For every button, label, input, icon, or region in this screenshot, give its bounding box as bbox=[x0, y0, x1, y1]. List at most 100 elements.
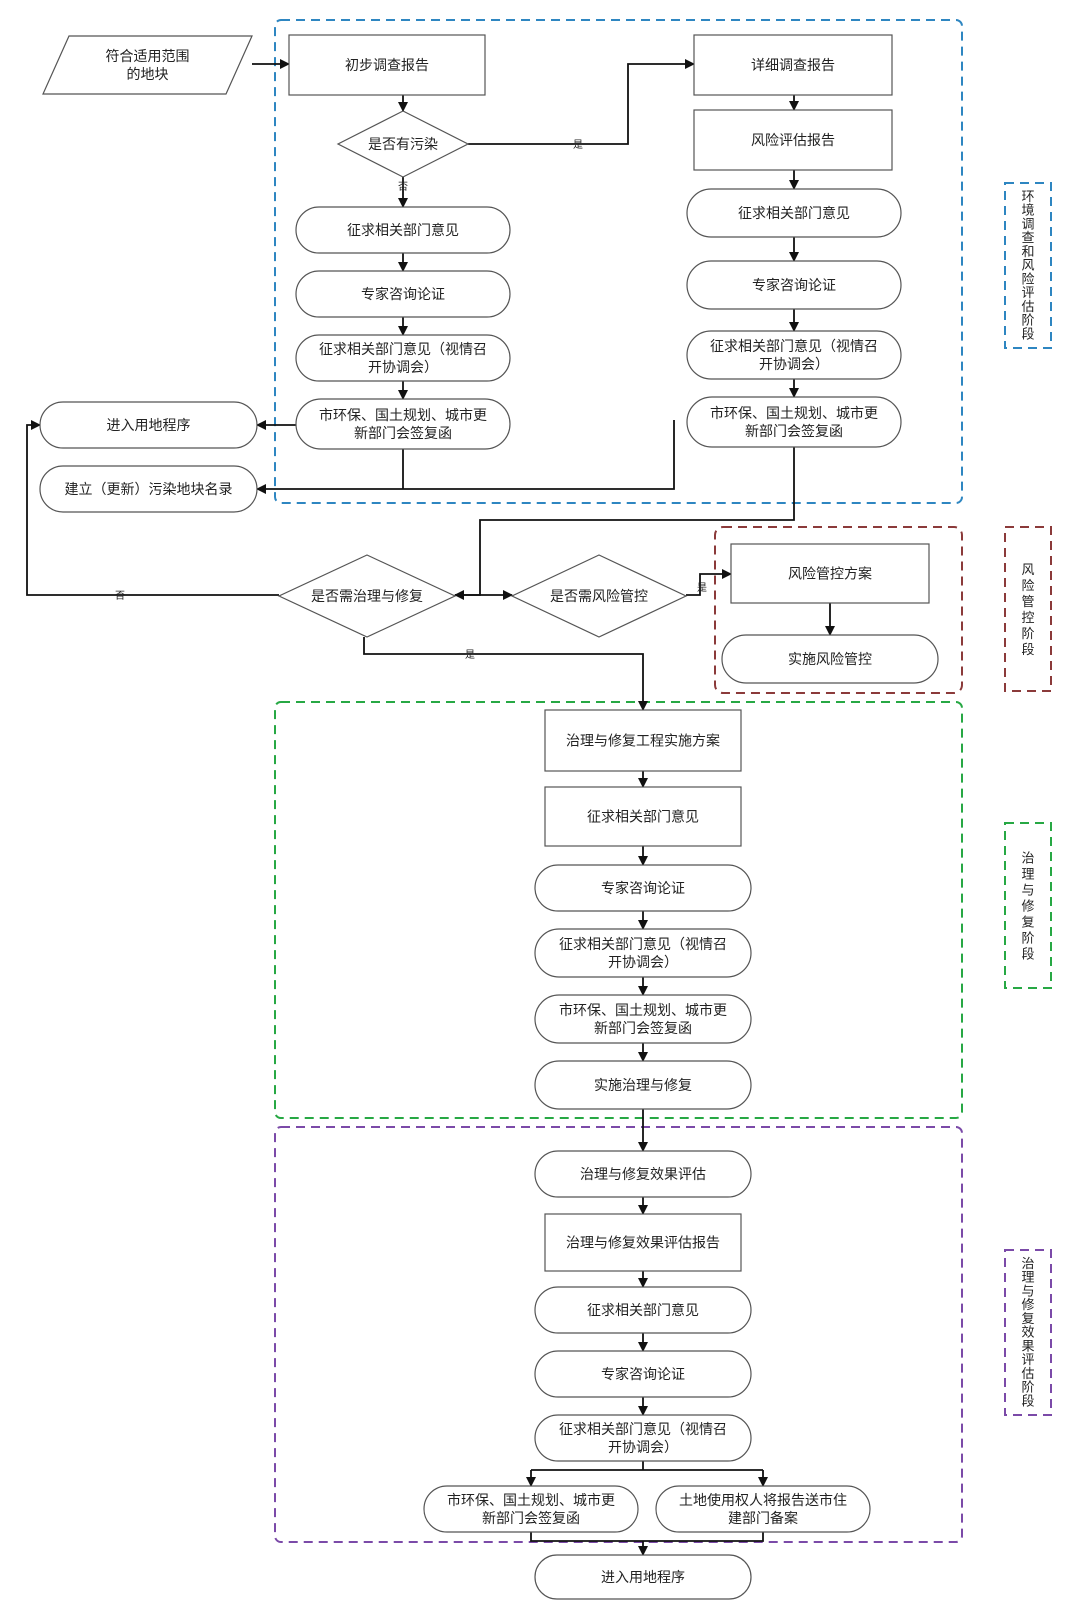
edge-remediation-yes bbox=[363, 637, 648, 711]
stage-region-evaluation bbox=[274, 1126, 963, 1543]
node-d-expert: 专家咨询论证 bbox=[534, 1350, 752, 1398]
node-risk-implement: 实施风险管控 bbox=[721, 634, 939, 684]
node-label-line: 是否有污染 bbox=[368, 137, 438, 153]
node-c-plan: 治理与修复工程实施方案 bbox=[544, 709, 742, 772]
node-shape bbox=[534, 928, 752, 978]
node-label-line: 市环保、国土规划、城市更 bbox=[710, 405, 878, 422]
node-shape bbox=[544, 1213, 742, 1272]
node-risk-plan: 风险管控方案 bbox=[730, 543, 930, 604]
node-label-line: 开协调会） bbox=[608, 1440, 678, 1456]
stage-label-evaluation: 治理与修复效果评估阶段 bbox=[1021, 1257, 1034, 1409]
node-shape bbox=[288, 34, 486, 96]
edge-d-split bbox=[531, 1461, 763, 1471]
node-shape bbox=[686, 396, 902, 448]
node-label-line: 征求相关部门意见（视情召 bbox=[319, 341, 487, 358]
node-shape bbox=[693, 109, 893, 171]
node-a-opinion: 征求相关部门意见 bbox=[295, 206, 511, 254]
stage-label-box-risk-control bbox=[1004, 526, 1052, 692]
edge-to-build-list bbox=[256, 420, 675, 494]
node-detail-report: 详细调查报告 bbox=[693, 34, 893, 96]
node-shape bbox=[534, 1150, 752, 1198]
node-shape bbox=[295, 334, 511, 382]
node-label-line: 征求相关部门意见（视情召 bbox=[559, 936, 727, 953]
node-shape bbox=[534, 1350, 752, 1398]
node-shape bbox=[693, 34, 893, 96]
node-shape bbox=[534, 1414, 752, 1462]
stage-label-risk-control: 风险管控阶段 bbox=[1021, 563, 1034, 658]
node-shape bbox=[534, 1286, 752, 1334]
node-label-line: 详细调查报告 bbox=[751, 58, 835, 74]
node-label-line: 实施治理与修复 bbox=[594, 1077, 692, 1094]
node-enter-land-bottom: 进入用地程序 bbox=[534, 1554, 752, 1600]
node-label-line: 征求相关部门意见 bbox=[587, 1302, 699, 1319]
node-shape bbox=[277, 554, 457, 638]
stage-label-box-remediation bbox=[1004, 822, 1052, 989]
node-label-line: 进入用地程序 bbox=[107, 418, 191, 434]
stage-label-box-survey bbox=[1004, 182, 1052, 349]
edge-label-remediation-yes: 是 bbox=[465, 649, 475, 661]
node-label-line: 开协调会） bbox=[759, 357, 829, 373]
node-b-opinion: 征求相关部门意见 bbox=[686, 188, 902, 238]
node-label-line: 风险评估报告 bbox=[751, 133, 835, 149]
node-shape bbox=[686, 188, 902, 238]
stage-label-box-evaluation bbox=[1004, 1249, 1052, 1416]
node-label-line: 符合适用范围 bbox=[106, 48, 190, 65]
node-label-line: 征求相关部门意见（视情召 bbox=[710, 338, 878, 355]
node-d-eval-report: 治理与修复效果评估报告 bbox=[544, 1213, 742, 1272]
node-label-line: 征求相关部门意见（视情召 bbox=[559, 1421, 727, 1438]
node-shape bbox=[686, 330, 902, 380]
stage-region-risk-control bbox=[714, 526, 963, 694]
node-shape bbox=[534, 1060, 752, 1110]
node-c-expert: 专家咨询论证 bbox=[534, 864, 752, 912]
node-label-line: 新部门会签复函 bbox=[354, 425, 452, 442]
node-label-line: 征求相关部门意见 bbox=[347, 222, 459, 239]
node-has-pollution: 是否有污染 bbox=[336, 110, 470, 178]
node-d-opinion: 征求相关部门意见 bbox=[534, 1286, 752, 1334]
node-shape bbox=[295, 398, 511, 450]
edge-remediation-no bbox=[26, 420, 279, 596]
nodes: 符合适用范围的地块初步调查报告是否有污染征求相关部门意见专家咨询论证征求相关部门… bbox=[39, 34, 939, 1600]
stage-regions bbox=[274, 19, 1052, 1543]
edge-pollution-yes bbox=[468, 59, 695, 145]
node-label-line: 市环保、国土规划、城市更 bbox=[319, 407, 487, 424]
node-shape bbox=[686, 260, 902, 310]
node-label-line: 建立（更新）污染地块名录 bbox=[65, 482, 233, 498]
node-label-line: 征求相关部门意见 bbox=[738, 205, 850, 222]
node-a-expert: 专家咨询论证 bbox=[295, 270, 511, 318]
node-label-line: 是否需风险管控 bbox=[550, 589, 648, 605]
node-label-line: 专家咨询论证 bbox=[601, 880, 685, 897]
node-label-line: 治理与修复工程实施方案 bbox=[566, 733, 720, 750]
node-shape bbox=[336, 110, 470, 178]
node-label-line: 的地块 bbox=[127, 67, 169, 83]
node-shape bbox=[544, 709, 742, 772]
node-label-line: 实施风险管控 bbox=[788, 652, 872, 668]
node-label-line: 新部门会签复函 bbox=[745, 423, 843, 440]
node-label-line: 专家咨询论证 bbox=[601, 1366, 685, 1383]
stage-region-survey bbox=[274, 19, 963, 504]
node-label-line: 治理与修复效果评估报告 bbox=[566, 1235, 720, 1252]
node-shape bbox=[295, 206, 511, 254]
node-shape bbox=[730, 543, 930, 604]
node-shape bbox=[534, 1554, 752, 1600]
node-enter-land-top: 进入用地程序 bbox=[39, 401, 258, 449]
node-c-opinion: 征求相关部门意见 bbox=[544, 786, 742, 847]
node-c-implement: 实施治理与修复 bbox=[534, 1060, 752, 1110]
node-b-expert: 专家咨询论证 bbox=[686, 260, 902, 310]
node-shape bbox=[423, 1485, 639, 1533]
node-shape bbox=[534, 994, 752, 1044]
node-shape bbox=[534, 864, 752, 912]
edge-label-pollution-no: 否 bbox=[398, 181, 408, 193]
connectors bbox=[26, 59, 835, 1556]
node-label-line: 土地使用权人将报告送市住 bbox=[679, 1492, 847, 1509]
stage-label-remediation: 治理与修复阶段 bbox=[1021, 851, 1034, 962]
node-risk-report: 风险评估报告 bbox=[693, 109, 893, 171]
node-label-line: 开协调会） bbox=[608, 955, 678, 971]
edge-risk-control-yes bbox=[686, 569, 732, 596]
